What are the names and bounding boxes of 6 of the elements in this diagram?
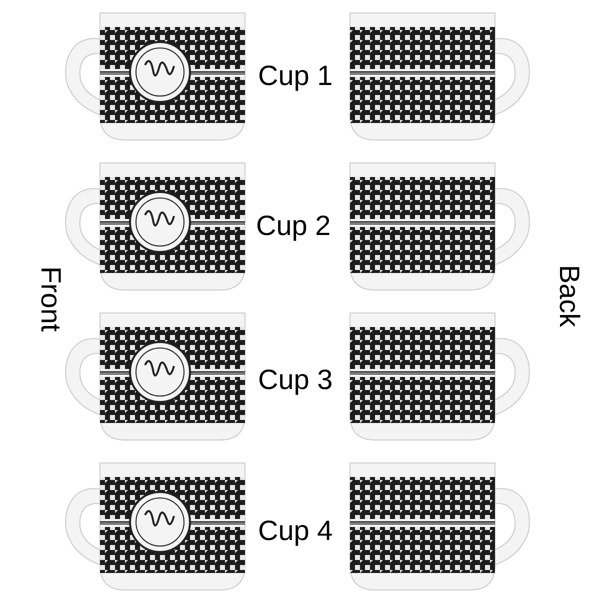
cup-label: Cup 3 bbox=[258, 366, 333, 394]
side-label: Back bbox=[555, 264, 584, 328]
side-label: Front bbox=[36, 266, 65, 332]
cup-label: Cup 4 bbox=[258, 517, 333, 545]
cup-label: Cup 1 bbox=[258, 62, 333, 90]
cup-label: Cup 2 bbox=[256, 212, 331, 240]
